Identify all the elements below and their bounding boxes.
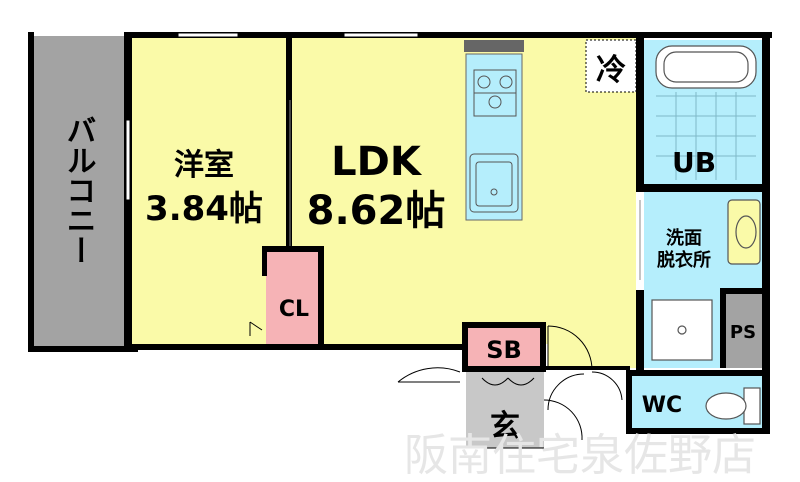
watermark-text: 阪南住宅泉佐野店 (404, 430, 756, 481)
washing-machine-space (651, 299, 713, 361)
western-room-area (130, 36, 290, 344)
doors (249, 100, 641, 449)
toilet-icon (705, 387, 761, 425)
vanity-basin-icon (727, 199, 761, 265)
entrance-area (466, 372, 544, 448)
pipe-space-area (724, 292, 762, 368)
kitchen-counter (465, 53, 523, 221)
bathtub-icon (655, 45, 757, 89)
stove-icon (473, 69, 517, 117)
pipe-space-label: PS (730, 322, 756, 343)
western-room-size: 3.84帖 (145, 189, 263, 229)
ldk-size: 8.62帖 (307, 188, 446, 234)
toilet-label: WC (642, 393, 682, 418)
ldk-area (290, 36, 636, 344)
balcony-area (32, 36, 126, 346)
shoe-box-area (466, 326, 542, 368)
range-hood (464, 40, 524, 52)
washroom-label-line2: 脱衣所 (657, 249, 711, 271)
balcony-label: バルコニー (61, 115, 96, 265)
kitchen-sink-icon (469, 153, 519, 213)
closet-area (266, 250, 320, 344)
shoe-box-label: SB (486, 336, 522, 364)
unit-bath-label: UB (672, 146, 716, 179)
closet-label: CL (279, 297, 309, 322)
entrance-label: 玄 (490, 409, 520, 444)
windows (125, 32, 419, 201)
bath-floor-tiles (656, 92, 756, 180)
ldk-name: LDK (331, 139, 423, 185)
western-room-name: 洋室 (174, 148, 234, 183)
fridge-space-box (585, 39, 637, 93)
washroom-label-line1: 洗面 (666, 227, 702, 249)
fridge-space-label: 冷 (596, 53, 626, 88)
